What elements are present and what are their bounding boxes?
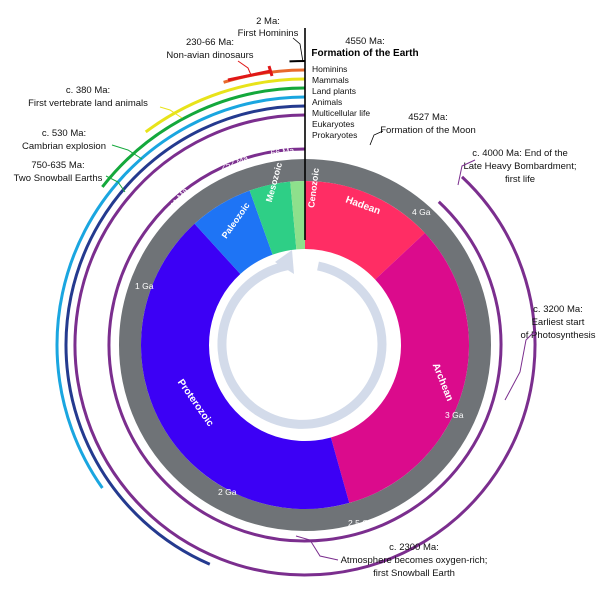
eon-wedge-archean: [330, 233, 469, 503]
annotation-oxy-line3: first Snowball Earth: [373, 568, 455, 579]
annotation-photo-line3: of Photosynthesis: [521, 330, 596, 341]
annotation-hominins-date: 2 Ma:: [256, 16, 280, 27]
annotation-cambrian-date: c. 530 Ma:: [42, 128, 86, 139]
annotation-moon-date: 4527 Ma:: [408, 112, 448, 123]
dino-leader: [237, 60, 252, 76]
annotation-lhb-line1: c. 4000 Ma: End of the: [472, 148, 568, 159]
arc-eukaryotes: [64, 104, 306, 566]
tick-2-5-ga: 2.5 Ga: [348, 518, 374, 528]
annotation-dino-date: 230-66 Ma:: [186, 37, 234, 48]
key-animals: Animals: [312, 97, 342, 107]
inner-disc: [210, 250, 400, 440]
tick-2-ga: 2 Ga: [218, 487, 237, 497]
hominins-leader: [292, 37, 304, 63]
arc-multicellular-life: [55, 95, 306, 489]
tick-66-ma: 66 Ma: [270, 145, 295, 158]
era-wedge-paleozoic: [194, 190, 273, 275]
tick-4-6-ga: 4.6 Ga: [308, 147, 334, 157]
annotation-lhb-line2: Late Heavy Bombardment;: [463, 161, 576, 172]
key-hominins: Hominins: [312, 64, 347, 74]
photo-leader: [504, 329, 537, 401]
key-mammals: Mammals: [312, 75, 349, 85]
era-wedge-mesozoic: [249, 181, 297, 255]
annotation-oxy-line2: Atmosphere becomes oxygen-rich;: [341, 555, 488, 566]
snowball-leader: [105, 175, 126, 193]
tick-4-0-ga: 4.0 Ga: [431, 184, 458, 207]
arc-land-plants: [144, 77, 306, 134]
annotation-earth-date: 4550 Ma:: [345, 36, 385, 47]
annotation-oxy-line1: c. 2300 Ma:: [389, 542, 439, 553]
arc-prokaryotes: [73, 113, 537, 577]
oxy-leader: [295, 535, 339, 561]
key-land-plants: Land plants: [312, 86, 356, 96]
key-prokaryotes: Prokaryotes: [312, 130, 357, 140]
tick-1-ga: 1 Ga: [135, 281, 154, 291]
annotation-snowball-text: Two Snowball Earths: [14, 173, 103, 184]
era-label-cenozoic: Cenozoic: [306, 167, 321, 208]
annotation-snowball-date: 750-635 Ma:: [31, 160, 84, 171]
arc-animals: [101, 86, 306, 188]
time-arrow-icon: [217, 260, 387, 429]
eon-wedge-proterozoic: [141, 223, 350, 509]
annotation-lhb-line3: first life: [505, 174, 535, 185]
annotation-land-text: First vertebrate land animals: [28, 98, 148, 109]
annotation-earth-text: Formation of the Earth: [311, 48, 418, 59]
moon-leader: [369, 130, 384, 146]
cambrian-leader: [111, 144, 143, 160]
annotation-land-date: c. 380 Ma:: [66, 85, 110, 96]
era-wedge-cenozoic: [290, 181, 305, 250]
key-multicellular-life: Multicellular life: [312, 108, 370, 118]
annotation-dino-text: Non-avian dinosaurs: [166, 50, 253, 61]
annotation-moon-text: Formation of the Moon: [380, 125, 476, 136]
tick-4-ga: 4 Ga: [412, 207, 431, 217]
land-leader: [159, 106, 183, 119]
annotation-photo-line1: c. 3200 Ma:: [533, 304, 583, 315]
dino-range-bar: [227, 65, 274, 82]
eon-wedge-hadean: [305, 181, 425, 280]
annotation-cambrian-text: Cambrian explosion: [22, 141, 106, 152]
tick-3-ga: 3 Ga: [445, 410, 464, 420]
key-eukaryotes: Eukaryotes: [312, 119, 355, 129]
time-arrow-head-icon: [275, 250, 294, 274]
lhb-leader: [457, 159, 476, 186]
annotation-photo-line2: Earliest start: [532, 317, 585, 328]
arc-prokaryotes-inner: [107, 147, 503, 543]
annotation-hominins-text: First Hominins: [238, 28, 299, 39]
